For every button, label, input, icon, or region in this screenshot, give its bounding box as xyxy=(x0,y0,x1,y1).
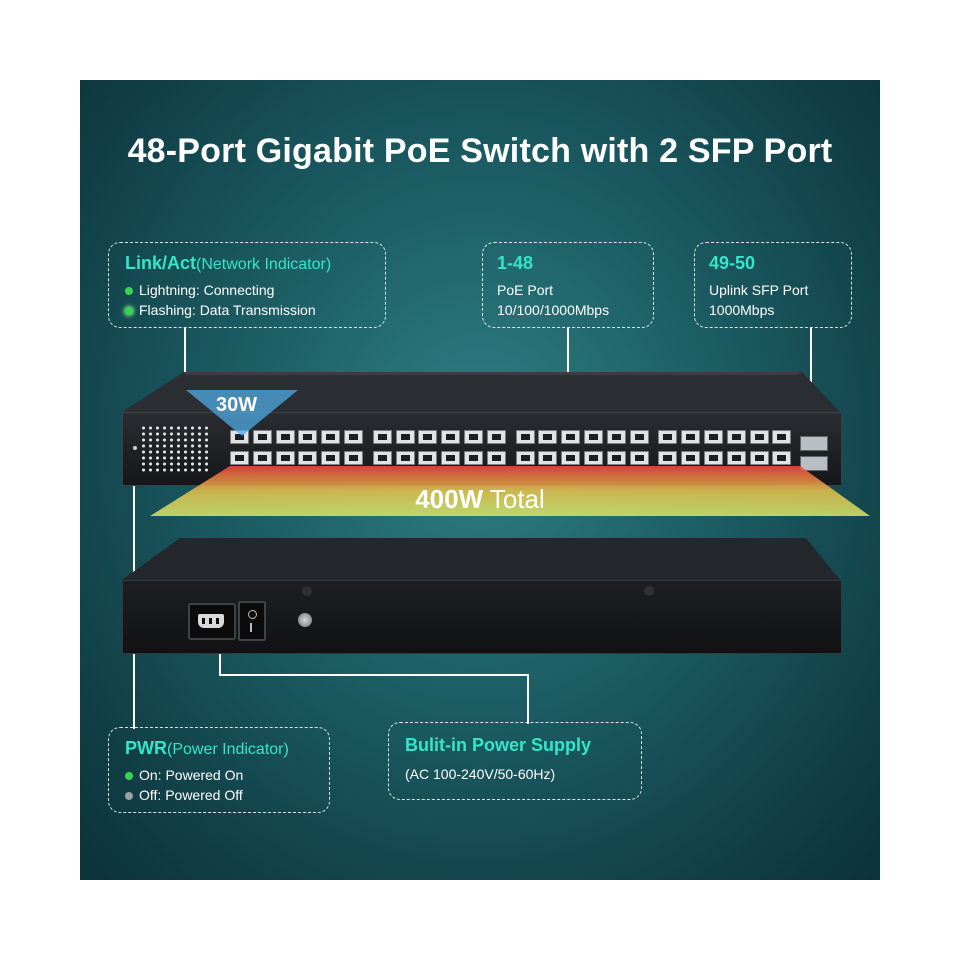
rj45-port xyxy=(230,451,249,465)
rj45-port xyxy=(658,430,678,444)
rj45-port xyxy=(321,451,341,465)
pwr-line-on: On: Powered On xyxy=(125,767,329,783)
connector-psu-vertical-2 xyxy=(527,674,529,724)
link-act-line-connecting: Lightning: Connecting xyxy=(125,282,385,298)
rj45-port xyxy=(726,451,746,465)
pwr-callout: PWR(Power Indicator) On: Powered On Off:… xyxy=(108,727,330,813)
rj45-port xyxy=(538,430,558,444)
connector-sfp-vertical xyxy=(810,328,812,426)
ground-screw-icon xyxy=(298,613,312,627)
rj45-port xyxy=(298,451,318,465)
rj45-port xyxy=(344,430,363,444)
flashing-led-icon xyxy=(125,307,133,316)
rj45-port xyxy=(372,430,392,444)
led-indicator-grid xyxy=(140,425,210,473)
poe-port-heading: 1-48 xyxy=(497,253,534,273)
rj45-port xyxy=(629,451,649,465)
rj45-port xyxy=(772,430,792,444)
rj45-port xyxy=(681,430,701,444)
rj45-port xyxy=(606,451,626,465)
connector-psu-horizontal xyxy=(219,674,529,676)
port-power-label: 30W xyxy=(216,394,258,416)
switch-top-surface xyxy=(122,372,840,412)
mount-screw-right-icon xyxy=(644,586,654,596)
rj45-port xyxy=(298,430,318,444)
rj45-port xyxy=(658,451,678,465)
mount-screw-left-icon xyxy=(302,586,312,596)
green-led-icon xyxy=(125,772,133,781)
rj45-port xyxy=(252,451,272,465)
rj45-port xyxy=(464,451,483,465)
link-act-line-flashing: Flashing: Data Transmission xyxy=(125,302,385,318)
rj45-port xyxy=(275,451,295,465)
rj45-port xyxy=(584,430,603,444)
power-supply-spec: (AC 100-240V/50-60Hz) xyxy=(405,766,556,782)
rj45-port xyxy=(464,430,483,444)
sfp-port-speed: 1000Mbps xyxy=(709,302,775,318)
rj45-port xyxy=(704,451,723,465)
rj45-port xyxy=(584,451,603,465)
total-power-glow xyxy=(150,466,870,516)
rj45-port xyxy=(252,430,272,444)
rj45-port xyxy=(538,451,558,465)
poe-port-type: PoE Port xyxy=(497,282,554,298)
power-switch-icon xyxy=(238,601,266,641)
rj45-port xyxy=(726,430,746,444)
power-supply-heading: Bulit-in Power Supply xyxy=(405,735,592,755)
rj45-port xyxy=(395,451,415,465)
rear-unit-top-surface xyxy=(122,538,840,580)
rj45-port xyxy=(486,430,506,444)
power-supply-callout: Bulit-in Power Supply (AC 100-240V/50-60… xyxy=(388,722,642,800)
rj45-port xyxy=(344,451,363,465)
rj45-port xyxy=(395,430,415,444)
page-title: 48-Port Gigabit PoE Switch with 2 SFP Po… xyxy=(127,132,833,170)
total-power-label: 400W Total xyxy=(80,484,880,515)
sfp-port-49 xyxy=(800,436,828,451)
sfp-port-type: Uplink SFP Port xyxy=(709,282,809,298)
sfp-port-heading: 49-50 xyxy=(709,253,756,273)
rj45-port xyxy=(418,430,438,444)
link-act-callout: Link/Act(Network Indicator) Lightning: C… xyxy=(108,242,386,328)
rj45-port xyxy=(704,430,723,444)
rj45-port xyxy=(561,430,581,444)
sfp-port-50 xyxy=(800,456,828,471)
link-act-heading: Link/Act(Network Indicator) xyxy=(125,253,332,273)
total-power-value: 400W xyxy=(415,484,484,514)
rj45-port xyxy=(515,451,535,465)
rj45-port xyxy=(275,430,295,444)
rj45-port xyxy=(486,451,506,465)
pwr-line-off: Off: Powered Off xyxy=(125,787,329,803)
rj45-port xyxy=(441,451,461,465)
rj45-port xyxy=(629,430,649,444)
pwr-heading: PWR(Power Indicator) xyxy=(125,738,289,758)
ac-power-socket-icon xyxy=(188,603,236,640)
rj45-port xyxy=(561,451,581,465)
rj45-port xyxy=(681,451,701,465)
rj45-port xyxy=(606,430,626,444)
rj45-port xyxy=(749,430,769,444)
rj45-port xyxy=(321,430,341,444)
rj45-port xyxy=(515,430,535,444)
port-power-triangle xyxy=(186,390,298,436)
rj45-port xyxy=(749,451,769,465)
poe-port-speed: 10/100/1000Mbps xyxy=(497,302,610,318)
pwr-led-icon xyxy=(133,446,137,450)
connector-psu-vertical-1 xyxy=(219,636,221,676)
rj45-port xyxy=(441,430,461,444)
rj45-port xyxy=(418,451,438,465)
poe-port-callout: 1-48 PoE Port 10/100/1000Mbps xyxy=(482,242,654,328)
green-led-icon xyxy=(125,287,133,296)
total-power-text: Total xyxy=(489,484,545,514)
sfp-port-callout: 49-50 Uplink SFP Port 1000Mbps xyxy=(694,242,852,328)
rj45-port xyxy=(372,451,392,465)
grey-led-icon xyxy=(125,792,133,801)
rj45-port xyxy=(772,451,792,465)
